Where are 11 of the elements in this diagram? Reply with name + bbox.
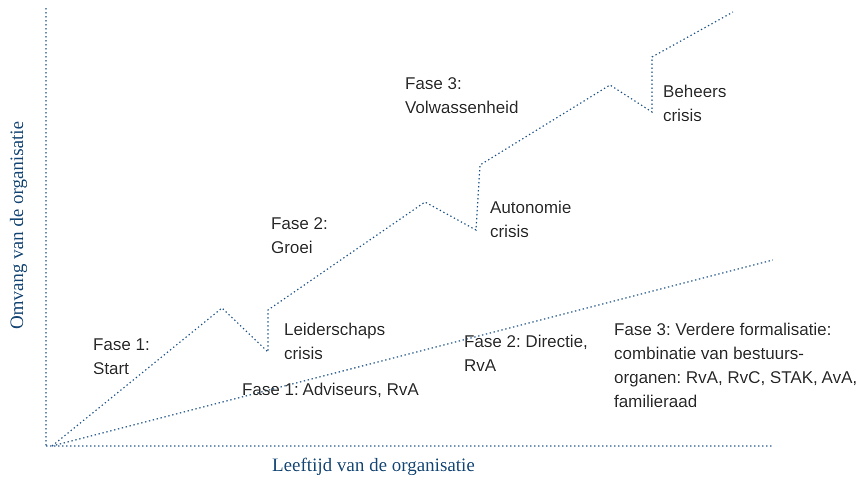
crisis-label: Beheers crisis (663, 81, 728, 127)
governance-phase-label: Fase 1: Adviseurs, RvA (242, 379, 420, 401)
axis-title: Omvang van de organisatie (7, 120, 29, 330)
governance-phase-label: Fase 3: Verdere formalisatie: combinatie van bestuurs-organen: RvA, RvC, STAK, AvA, familieraad (614, 319, 858, 413)
crisis-label: Autonomie crisis (490, 197, 572, 243)
phase-label: Fase 3: Volwassenheid (405, 73, 520, 119)
phase-label: Fase 2: Groei (271, 213, 329, 259)
axis-title: Leeftijd van de organisatie (272, 455, 475, 477)
phase-label: Fase 1: Start (93, 334, 151, 380)
crisis-label: Leiderschaps crisis (284, 319, 386, 365)
governance-phase-label: Fase 2: Directie, RvA (464, 331, 589, 377)
